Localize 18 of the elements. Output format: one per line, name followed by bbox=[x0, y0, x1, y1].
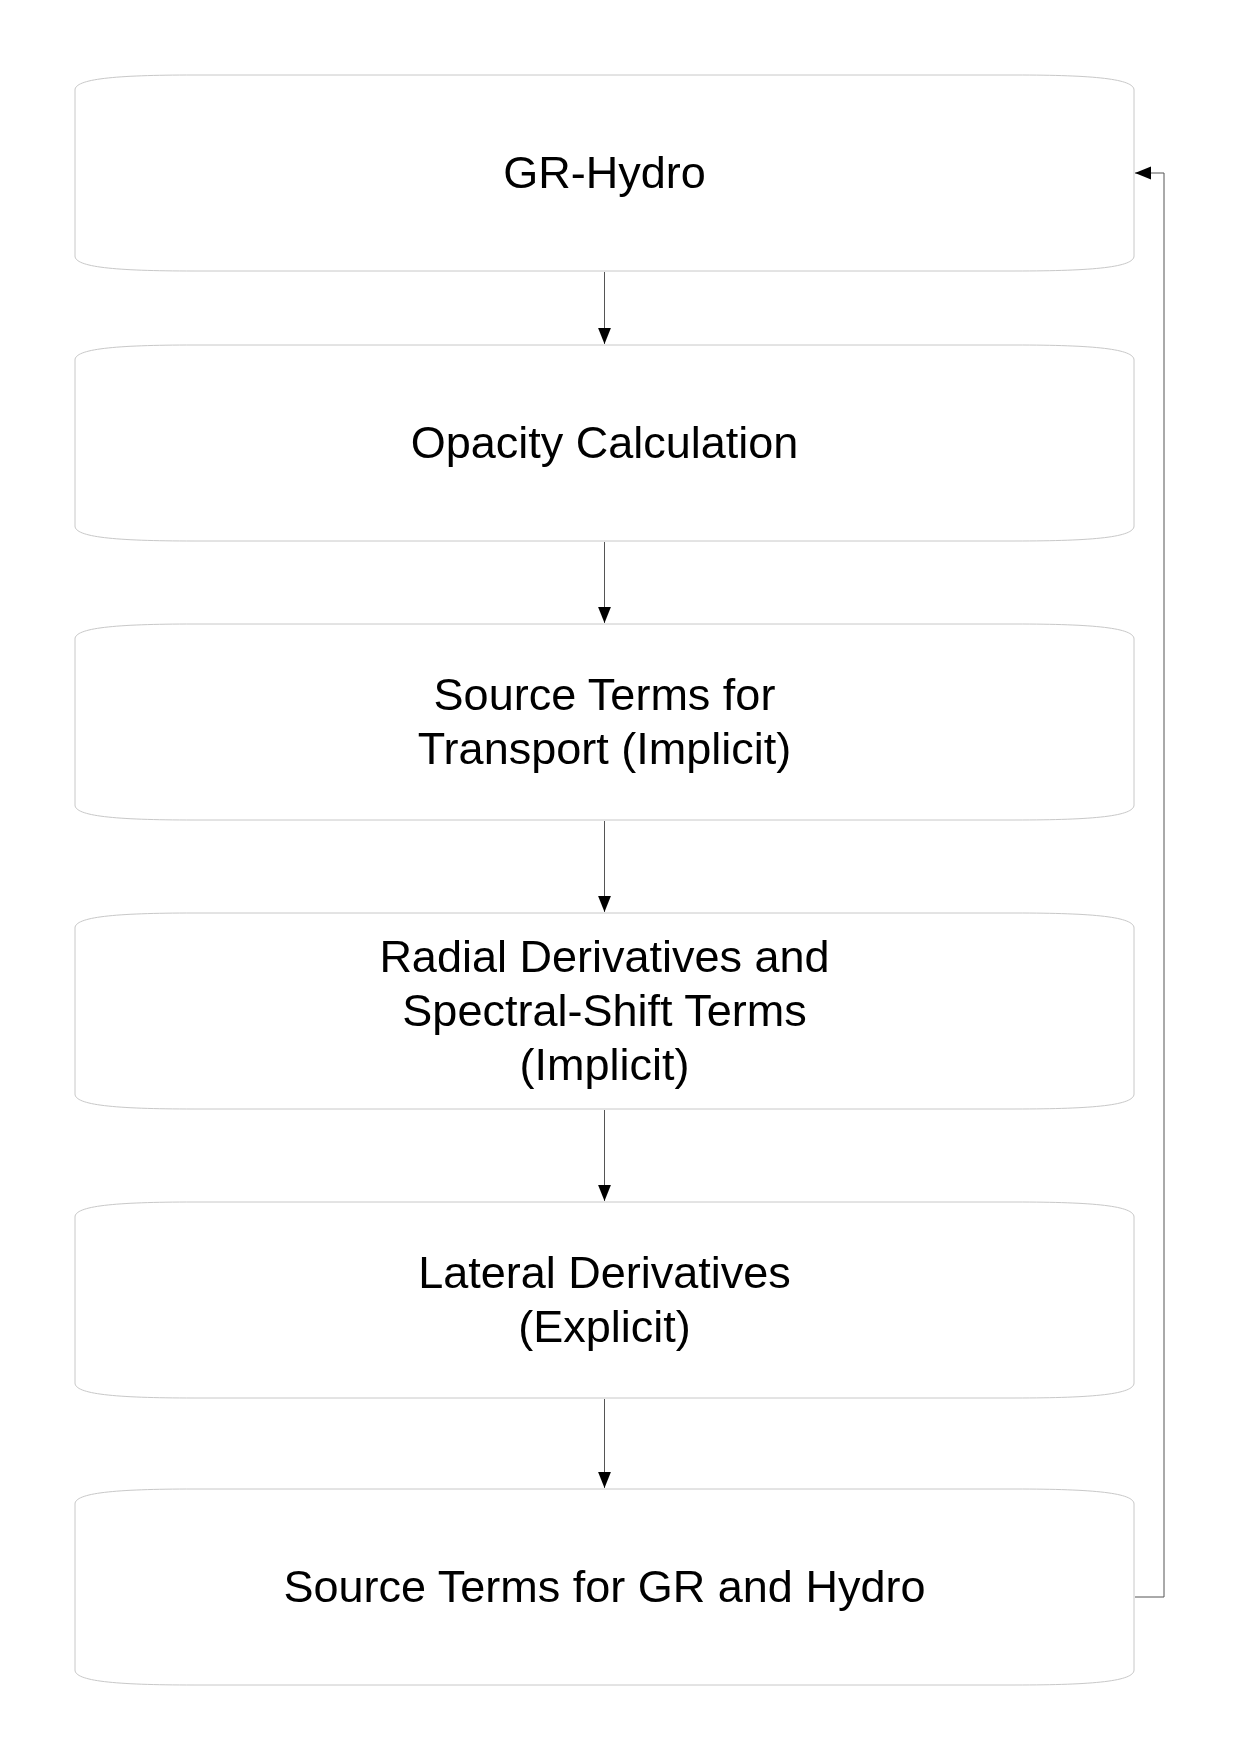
process-box bbox=[74, 344, 1135, 542]
step-label: Source Terms for Transport (Implicit) bbox=[416, 668, 793, 776]
arrow bbox=[598, 541, 611, 624]
process-box bbox=[74, 74, 1135, 272]
step-label: Source Terms for GR and Hydro bbox=[283, 1560, 926, 1614]
arrow bbox=[598, 1398, 611, 1489]
step-label: GR-Hydro bbox=[503, 146, 706, 200]
step-label: Opacity Calculation bbox=[410, 416, 799, 470]
process-box bbox=[74, 1488, 1135, 1686]
arrow bbox=[1134, 166, 1165, 1598]
process-box bbox=[74, 912, 1135, 1110]
arrow bbox=[598, 820, 611, 913]
step-label: Radial Derivatives and Spectral-Shift Terms (Implicit) bbox=[378, 930, 831, 1092]
step-label: Lateral Derivatives (Explicit) bbox=[417, 1246, 792, 1354]
arrow bbox=[598, 271, 611, 345]
process-box bbox=[74, 623, 1135, 821]
process-box bbox=[74, 1201, 1135, 1399]
arrow bbox=[598, 1109, 611, 1202]
